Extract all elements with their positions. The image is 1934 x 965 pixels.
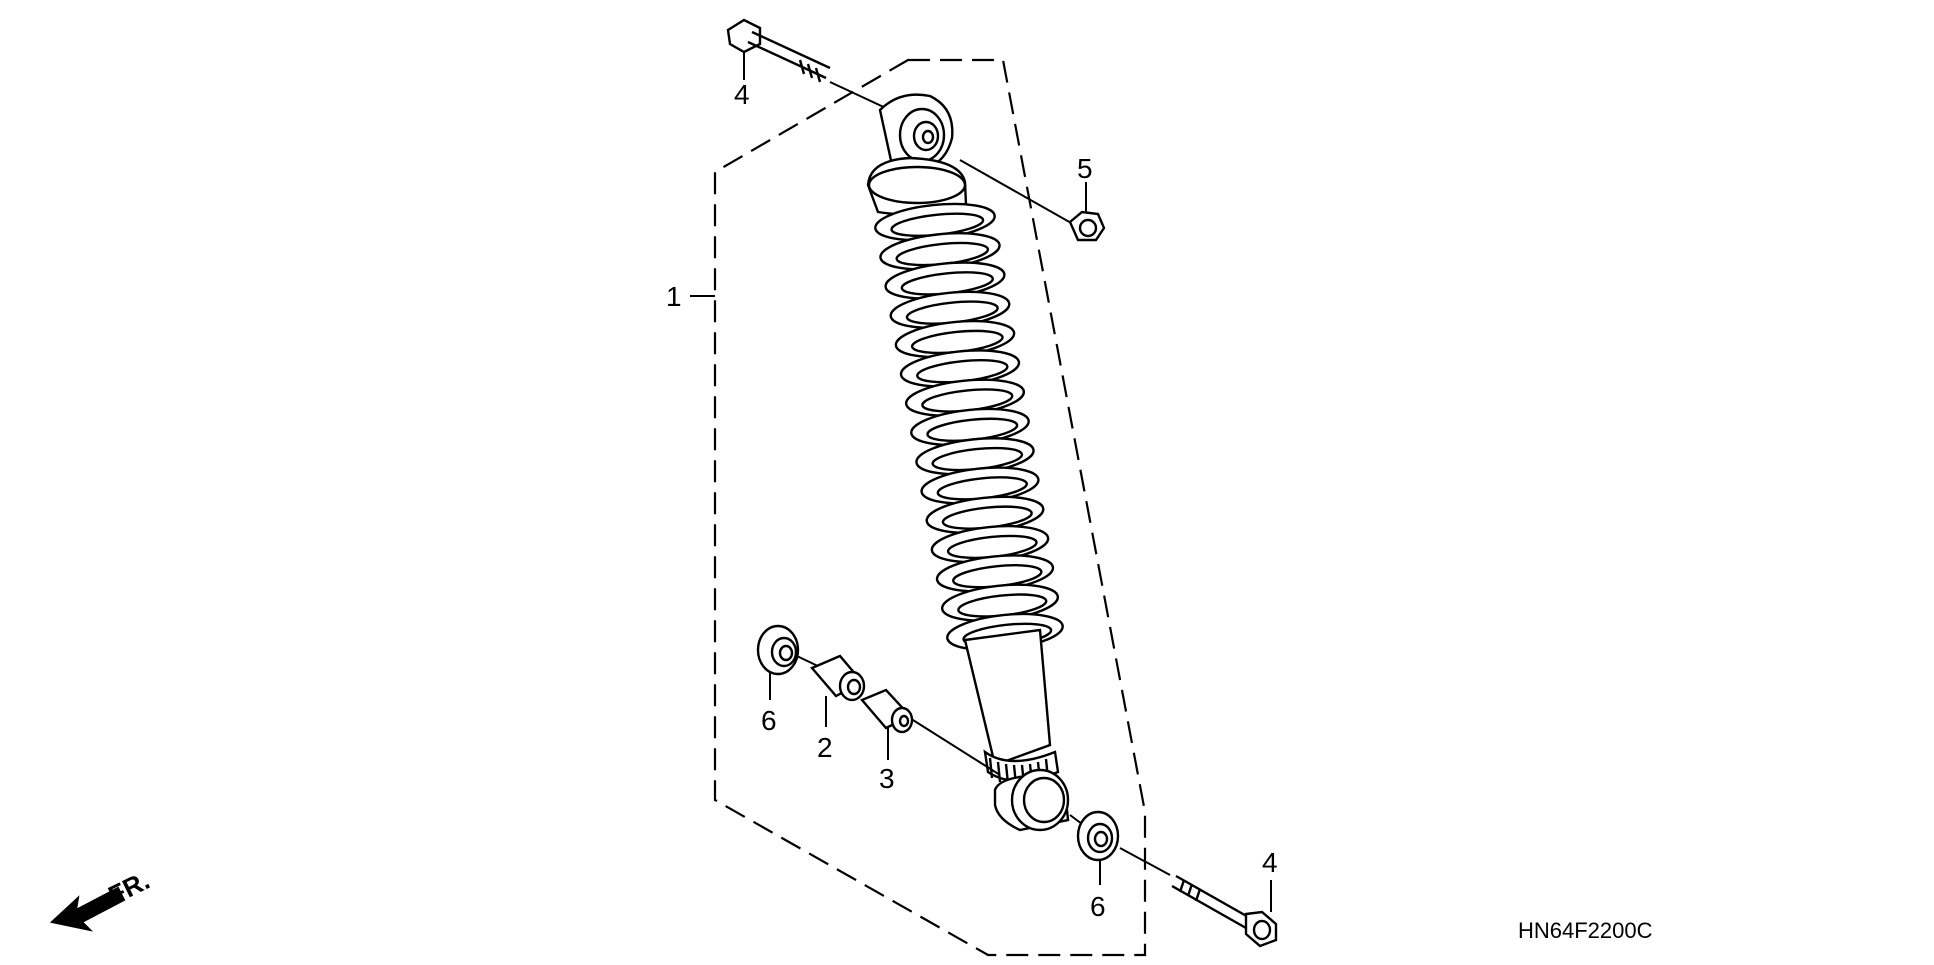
bolt-axis-lower-4 — [1119, 847, 1171, 876]
assembly-outline — [713, 58, 1147, 957]
bolt-axis-upper — [829, 81, 891, 111]
callout-2: 2 — [817, 732, 833, 763]
callout-1: 1 — [666, 281, 682, 312]
bolt-axis-lower-2 — [904, 714, 1001, 776]
nut — [1068, 182, 1106, 242]
nut-axis — [959, 159, 1081, 229]
shock-lower-eye — [993, 768, 1070, 832]
bolt-lower — [1171, 874, 1278, 948]
callout-3: 3 — [879, 763, 895, 794]
shock-upper-eye — [878, 93, 954, 172]
front-direction-arrow: FR. — [49, 865, 154, 932]
callout-4-lower: 4 — [1262, 847, 1278, 878]
collar-small — [860, 688, 914, 760]
figure-code: HN64F2200C — [1518, 918, 1653, 943]
callout-6-left: 6 — [761, 705, 777, 736]
callout-5: 5 — [1077, 153, 1093, 184]
callout-6-right: 6 — [1090, 891, 1106, 922]
dust-seal-right — [1076, 810, 1120, 885]
callout-4-upper: 4 — [734, 79, 750, 110]
spring-seat-upper — [866, 156, 968, 216]
coil-spring — [874, 202, 1064, 652]
bolt-upper — [726, 18, 831, 83]
collar-large — [810, 654, 866, 727]
dust-seal-left — [756, 624, 800, 700]
